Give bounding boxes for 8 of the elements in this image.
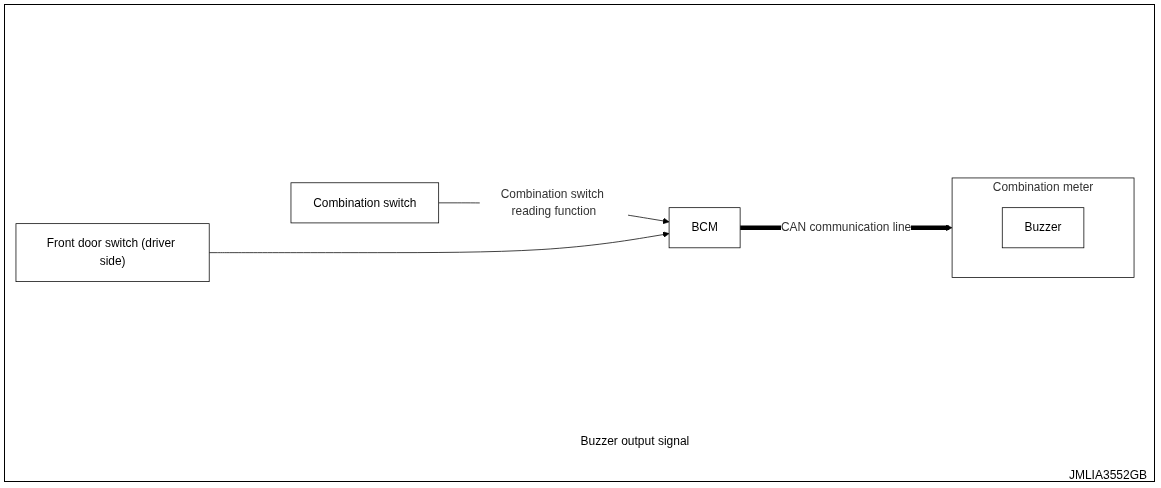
edge-label: CAN communication line xyxy=(781,221,912,234)
edge-label: Combination switch reading function xyxy=(500,187,604,218)
node-box: Buzzer xyxy=(1001,207,1085,249)
signal-label: Buzzer output signal xyxy=(580,434,690,448)
node-box: BCM xyxy=(668,207,741,249)
node-box: Combination switch xyxy=(290,182,440,224)
node-box: Front door switch (driver side) xyxy=(15,223,210,283)
figure-code: JMLIA3552GB xyxy=(1068,468,1147,482)
